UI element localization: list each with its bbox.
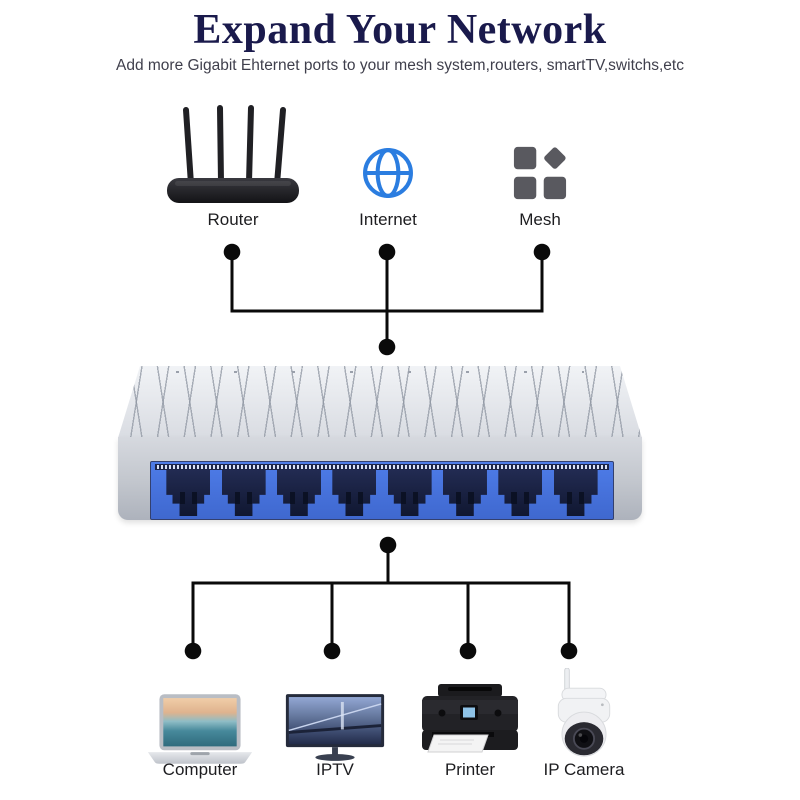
port-pin-strip <box>155 464 609 470</box>
rj45-port <box>498 470 543 516</box>
rj45-port <box>221 470 266 516</box>
device-computer <box>144 692 256 766</box>
label-mesh: Mesh <box>519 210 561 229</box>
rj45-port <box>166 470 211 516</box>
page-title: Expand Your Network <box>193 7 607 53</box>
device-ip-camera <box>540 668 628 758</box>
label-computer: Computer <box>162 760 238 779</box>
ethernet-switch <box>116 366 644 524</box>
laptop-icon <box>147 694 253 764</box>
rj45-port <box>332 470 377 516</box>
rj45-port <box>553 470 598 516</box>
label-iptv: IPTV <box>316 760 354 779</box>
rj45-port <box>387 470 432 516</box>
label-printer: Printer <box>444 760 496 779</box>
label-router: Router <box>207 210 259 229</box>
switch-port-panel <box>150 461 614 520</box>
device-printer <box>418 684 522 756</box>
router-icon <box>167 105 299 203</box>
monitor-icon <box>285 694 385 761</box>
rj45-port <box>442 470 487 516</box>
device-mesh <box>513 146 567 200</box>
printer-icon <box>422 684 518 753</box>
label-ip-camera: IP Camera <box>543 760 625 779</box>
internet-globe-icon <box>363 148 413 198</box>
subtitle: Add more Gigabit Ehternet ports to your … <box>116 57 684 74</box>
rj45-port <box>276 470 321 516</box>
switch-top-face <box>118 366 642 438</box>
ip-camera-icon <box>557 668 611 757</box>
device-iptv <box>280 694 390 761</box>
device-router <box>165 104 301 204</box>
switch-port-row <box>155 470 609 516</box>
mesh-squares-icon <box>513 146 567 200</box>
label-internet: Internet <box>359 210 417 229</box>
device-internet <box>361 146 415 200</box>
switch-vent-dots <box>176 371 584 373</box>
